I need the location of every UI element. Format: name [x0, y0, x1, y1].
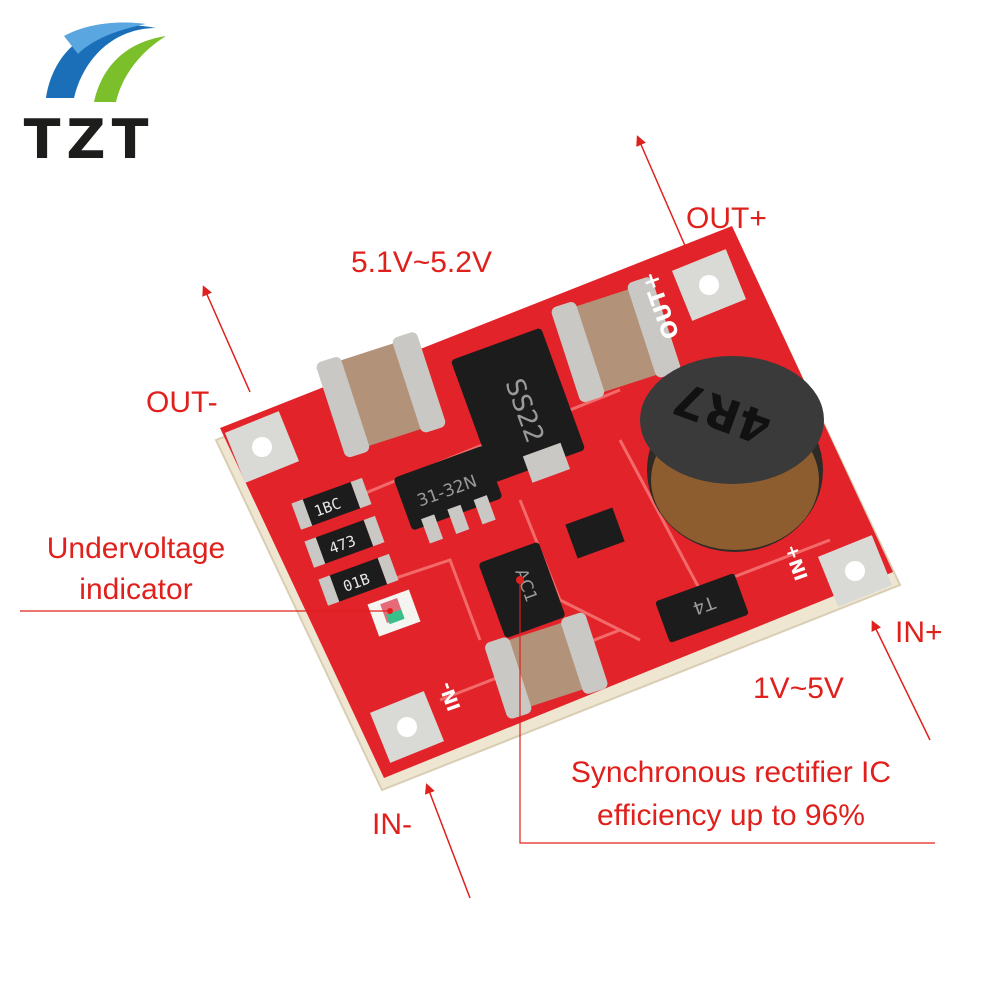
capacitor-left [316, 332, 446, 458]
diode-ss22 [451, 328, 585, 483]
mounting-holes [224, 249, 893, 763]
resistor-2 [304, 515, 385, 568]
arrow-in-plus [871, 620, 931, 741]
brand-name: TZT [23, 108, 155, 171]
rectifier-ic [479, 542, 565, 638]
label-undervoltage-line1: Undervoltage [46, 532, 226, 565]
logo-swoosh-green [94, 36, 166, 102]
arrow-in-minus [424, 783, 471, 899]
label-rectifier-line1: Synchronous rectifier IC [570, 756, 892, 789]
resistor-1 [291, 477, 372, 530]
label-in-minus: IN- [372, 808, 412, 841]
resistor-3 [318, 553, 399, 606]
label-in-plus: IN+ [895, 616, 943, 649]
leader-dot-ic [516, 576, 524, 584]
label-out-minus: OUT- [146, 386, 218, 419]
transistor [655, 573, 749, 643]
leader-dot-led [387, 608, 393, 614]
label-rectifier-line2: efficiency up to 96% [597, 799, 865, 832]
inductor [640, 356, 824, 552]
label-undervoltage-line2: indicator [79, 573, 193, 606]
resistor-small [565, 507, 625, 559]
logo-swoosh-light [64, 22, 146, 54]
arrow-out-minus [202, 285, 251, 393]
arrow-out-plus [636, 135, 687, 249]
label-in-voltage: 1V~5V [753, 672, 844, 705]
capacitor-top [551, 277, 681, 403]
leader-lines [20, 580, 935, 844]
label-out-voltage: 5.1V~5.2V [351, 246, 492, 279]
tzt-logo [46, 22, 166, 102]
leader-rectifier [519, 580, 935, 844]
regulator-chip [394, 446, 502, 544]
annotation-arrows [202, 135, 931, 899]
label-out-plus: OUT+ [686, 202, 767, 235]
logo-swoosh-blue [46, 25, 156, 98]
